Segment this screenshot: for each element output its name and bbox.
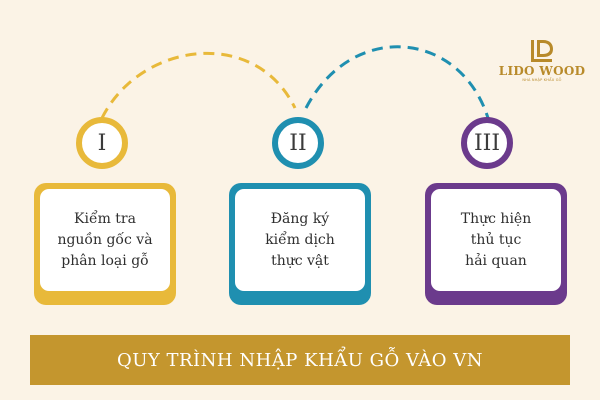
step-2-inner: Đăng ký kiểm dịch thực vật <box>235 189 365 291</box>
step-2-label: Đăng ký kiểm dịch thực vật <box>265 210 335 269</box>
brand-tagline: NHÀ NHẬP KHẨU GỖ <box>522 78 562 82</box>
banner-title: QUY TRÌNH NHẬP KHẨU GỖ VÀO VN <box>116 349 484 371</box>
step-1-label: Kiểm tra nguồn gốc và phân loại gỗ <box>57 210 153 269</box>
brand-logo: LIDO WOOD NHÀ NHẬP KHẨU GỖ <box>492 38 592 83</box>
title-banner: QUY TRÌNH NHẬP KHẨU GỖ VÀO VN <box>30 335 570 385</box>
step-1-badge: I <box>76 117 128 169</box>
step-3-card: Thực hiện thủ tục hải quan <box>425 183 567 305</box>
brand-name: LIDO WOOD <box>498 64 586 78</box>
step-2-card: Đăng ký kiểm dịch thực vật <box>229 183 371 305</box>
step-3-label: Thực hiện thủ tục hải quan <box>460 210 532 269</box>
step-1-card: Kiểm tra nguồn gốc và phân loại gỗ <box>34 183 176 305</box>
step-1-inner: Kiểm tra nguồn gốc và phân loại gỗ <box>40 189 170 291</box>
lido-logo-icon <box>531 40 553 62</box>
step-3-badge: III <box>461 117 513 169</box>
step-3-inner: Thực hiện thủ tục hải quan <box>431 189 561 291</box>
step-2-badge: II <box>272 117 324 169</box>
connector-arc-blue <box>304 45 490 119</box>
connector-arc-yellow <box>100 51 297 119</box>
